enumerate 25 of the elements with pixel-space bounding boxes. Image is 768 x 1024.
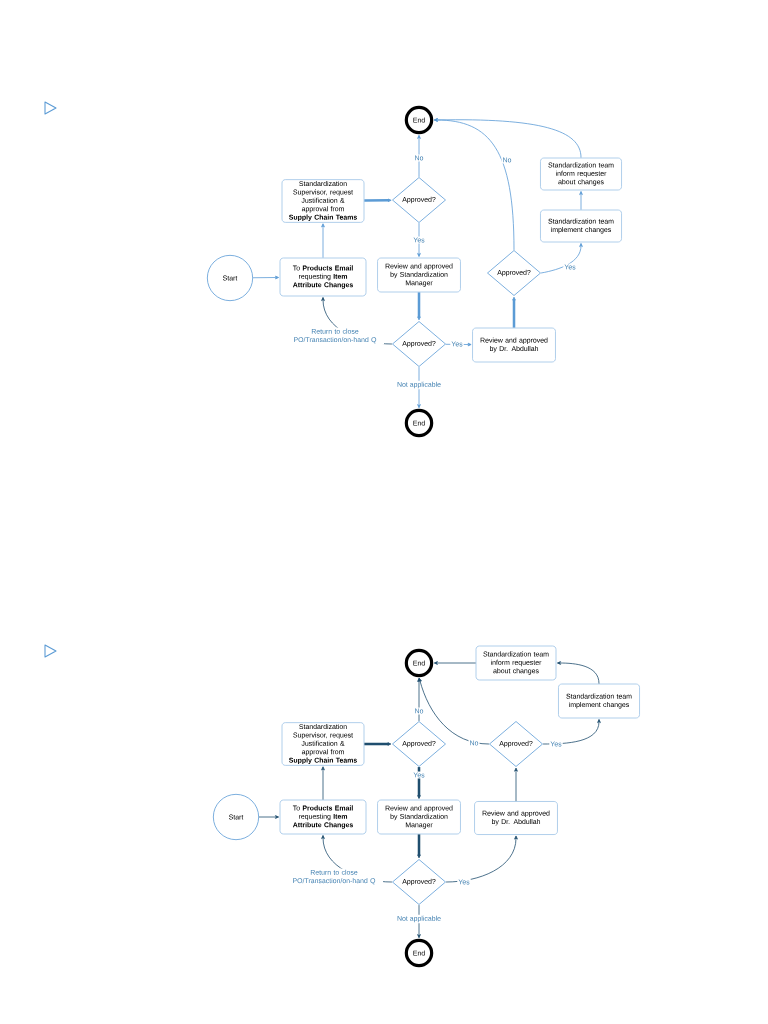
arrow [445, 342, 472, 347]
arrow [417, 222, 421, 257]
arrow [512, 296, 516, 328]
arrow [321, 223, 325, 258]
arrow [252, 275, 279, 280]
arrow [579, 191, 583, 210]
arrow [433, 118, 582, 158]
arrow [417, 677, 421, 722]
arrow [445, 835, 518, 883]
arrow [258, 815, 279, 819]
arrow [417, 292, 421, 321]
arrow [433, 661, 476, 665]
arrow [542, 719, 601, 745]
arrow [321, 766, 325, 800]
arrow [418, 677, 490, 745]
arrow [540, 243, 583, 274]
arrow [417, 767, 421, 799]
arrow [417, 904, 421, 939]
arrow [364, 198, 392, 203]
arrow [364, 742, 392, 746]
arrow [514, 767, 518, 802]
arrow [417, 366, 421, 409]
arrow [557, 661, 600, 684]
arrow [417, 134, 421, 178]
arrow [417, 834, 421, 859]
